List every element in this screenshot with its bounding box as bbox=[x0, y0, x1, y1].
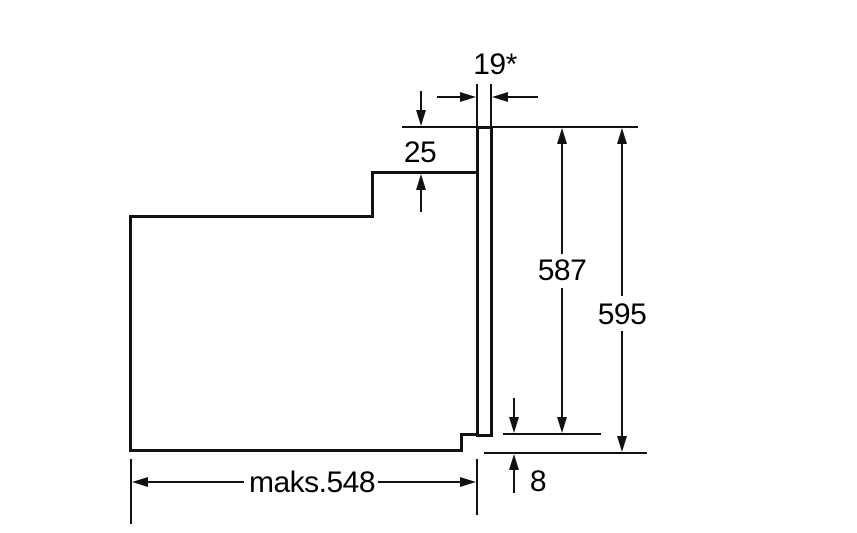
gap-arrow-right-shaft bbox=[508, 96, 538, 98]
recess-arrow-down-shaft bbox=[420, 91, 422, 111]
front-panel bbox=[476, 127, 493, 437]
gap-extension-left bbox=[476, 84, 478, 126]
dim-label-bottom-gap: 8 bbox=[529, 465, 547, 498]
arrowhead-down-icon bbox=[415, 110, 426, 126]
total-height-shaft-lower bbox=[621, 331, 623, 437]
body-step-vertical bbox=[371, 171, 374, 218]
front-height-shaft-upper bbox=[561, 144, 563, 254]
bottom-offset-arrow-up-shaft bbox=[513, 470, 515, 493]
arrowhead-down-icon bbox=[508, 417, 519, 433]
bottom-offset-lower-line bbox=[484, 452, 647, 454]
arrowhead-right-icon bbox=[460, 91, 476, 102]
front-height-shaft-lower bbox=[561, 288, 563, 418]
gap-arrow-left-shaft bbox=[437, 96, 461, 98]
dim-label-max-depth: maks.548 bbox=[248, 466, 376, 499]
depth-arrow-right-shaft bbox=[378, 481, 460, 483]
body-left-edge bbox=[129, 215, 132, 452]
total-height-shaft-upper bbox=[621, 144, 623, 296]
arrowhead-up-icon bbox=[616, 128, 627, 144]
depth-extension-left bbox=[130, 459, 132, 524]
arrowhead-up-icon bbox=[556, 128, 567, 144]
arrowhead-up-icon bbox=[415, 174, 426, 190]
arrowhead-left-icon bbox=[492, 91, 508, 102]
recess-arrow-up-shaft bbox=[420, 190, 422, 212]
dim-label-front-height: 587 bbox=[537, 254, 587, 287]
bottom-offset-arrow-down-shaft bbox=[513, 398, 515, 418]
body-step-top-edge bbox=[371, 171, 478, 174]
body-bottom-edge bbox=[129, 449, 463, 452]
arrowhead-down-icon bbox=[616, 436, 627, 452]
top-reference-line bbox=[402, 126, 638, 128]
dim-label-top-recess: 25 bbox=[403, 136, 437, 169]
dim-label-front-gap: 19* bbox=[473, 48, 517, 81]
body-front-lower-ledge bbox=[460, 433, 477, 436]
arrowhead-down-icon bbox=[556, 417, 567, 433]
arrowhead-left-icon bbox=[132, 476, 148, 487]
body-front-lower-vertical bbox=[460, 434, 463, 452]
body-top-edge bbox=[129, 215, 374, 218]
arrowhead-up-icon bbox=[508, 454, 519, 470]
arrowhead-right-icon bbox=[460, 476, 476, 487]
bottom-offset-upper-line bbox=[503, 433, 601, 435]
gap-extension-right bbox=[490, 84, 492, 126]
depth-arrow-left-shaft bbox=[148, 481, 244, 483]
depth-extension-right bbox=[476, 459, 478, 515]
dim-label-total-height: 595 bbox=[597, 298, 647, 331]
